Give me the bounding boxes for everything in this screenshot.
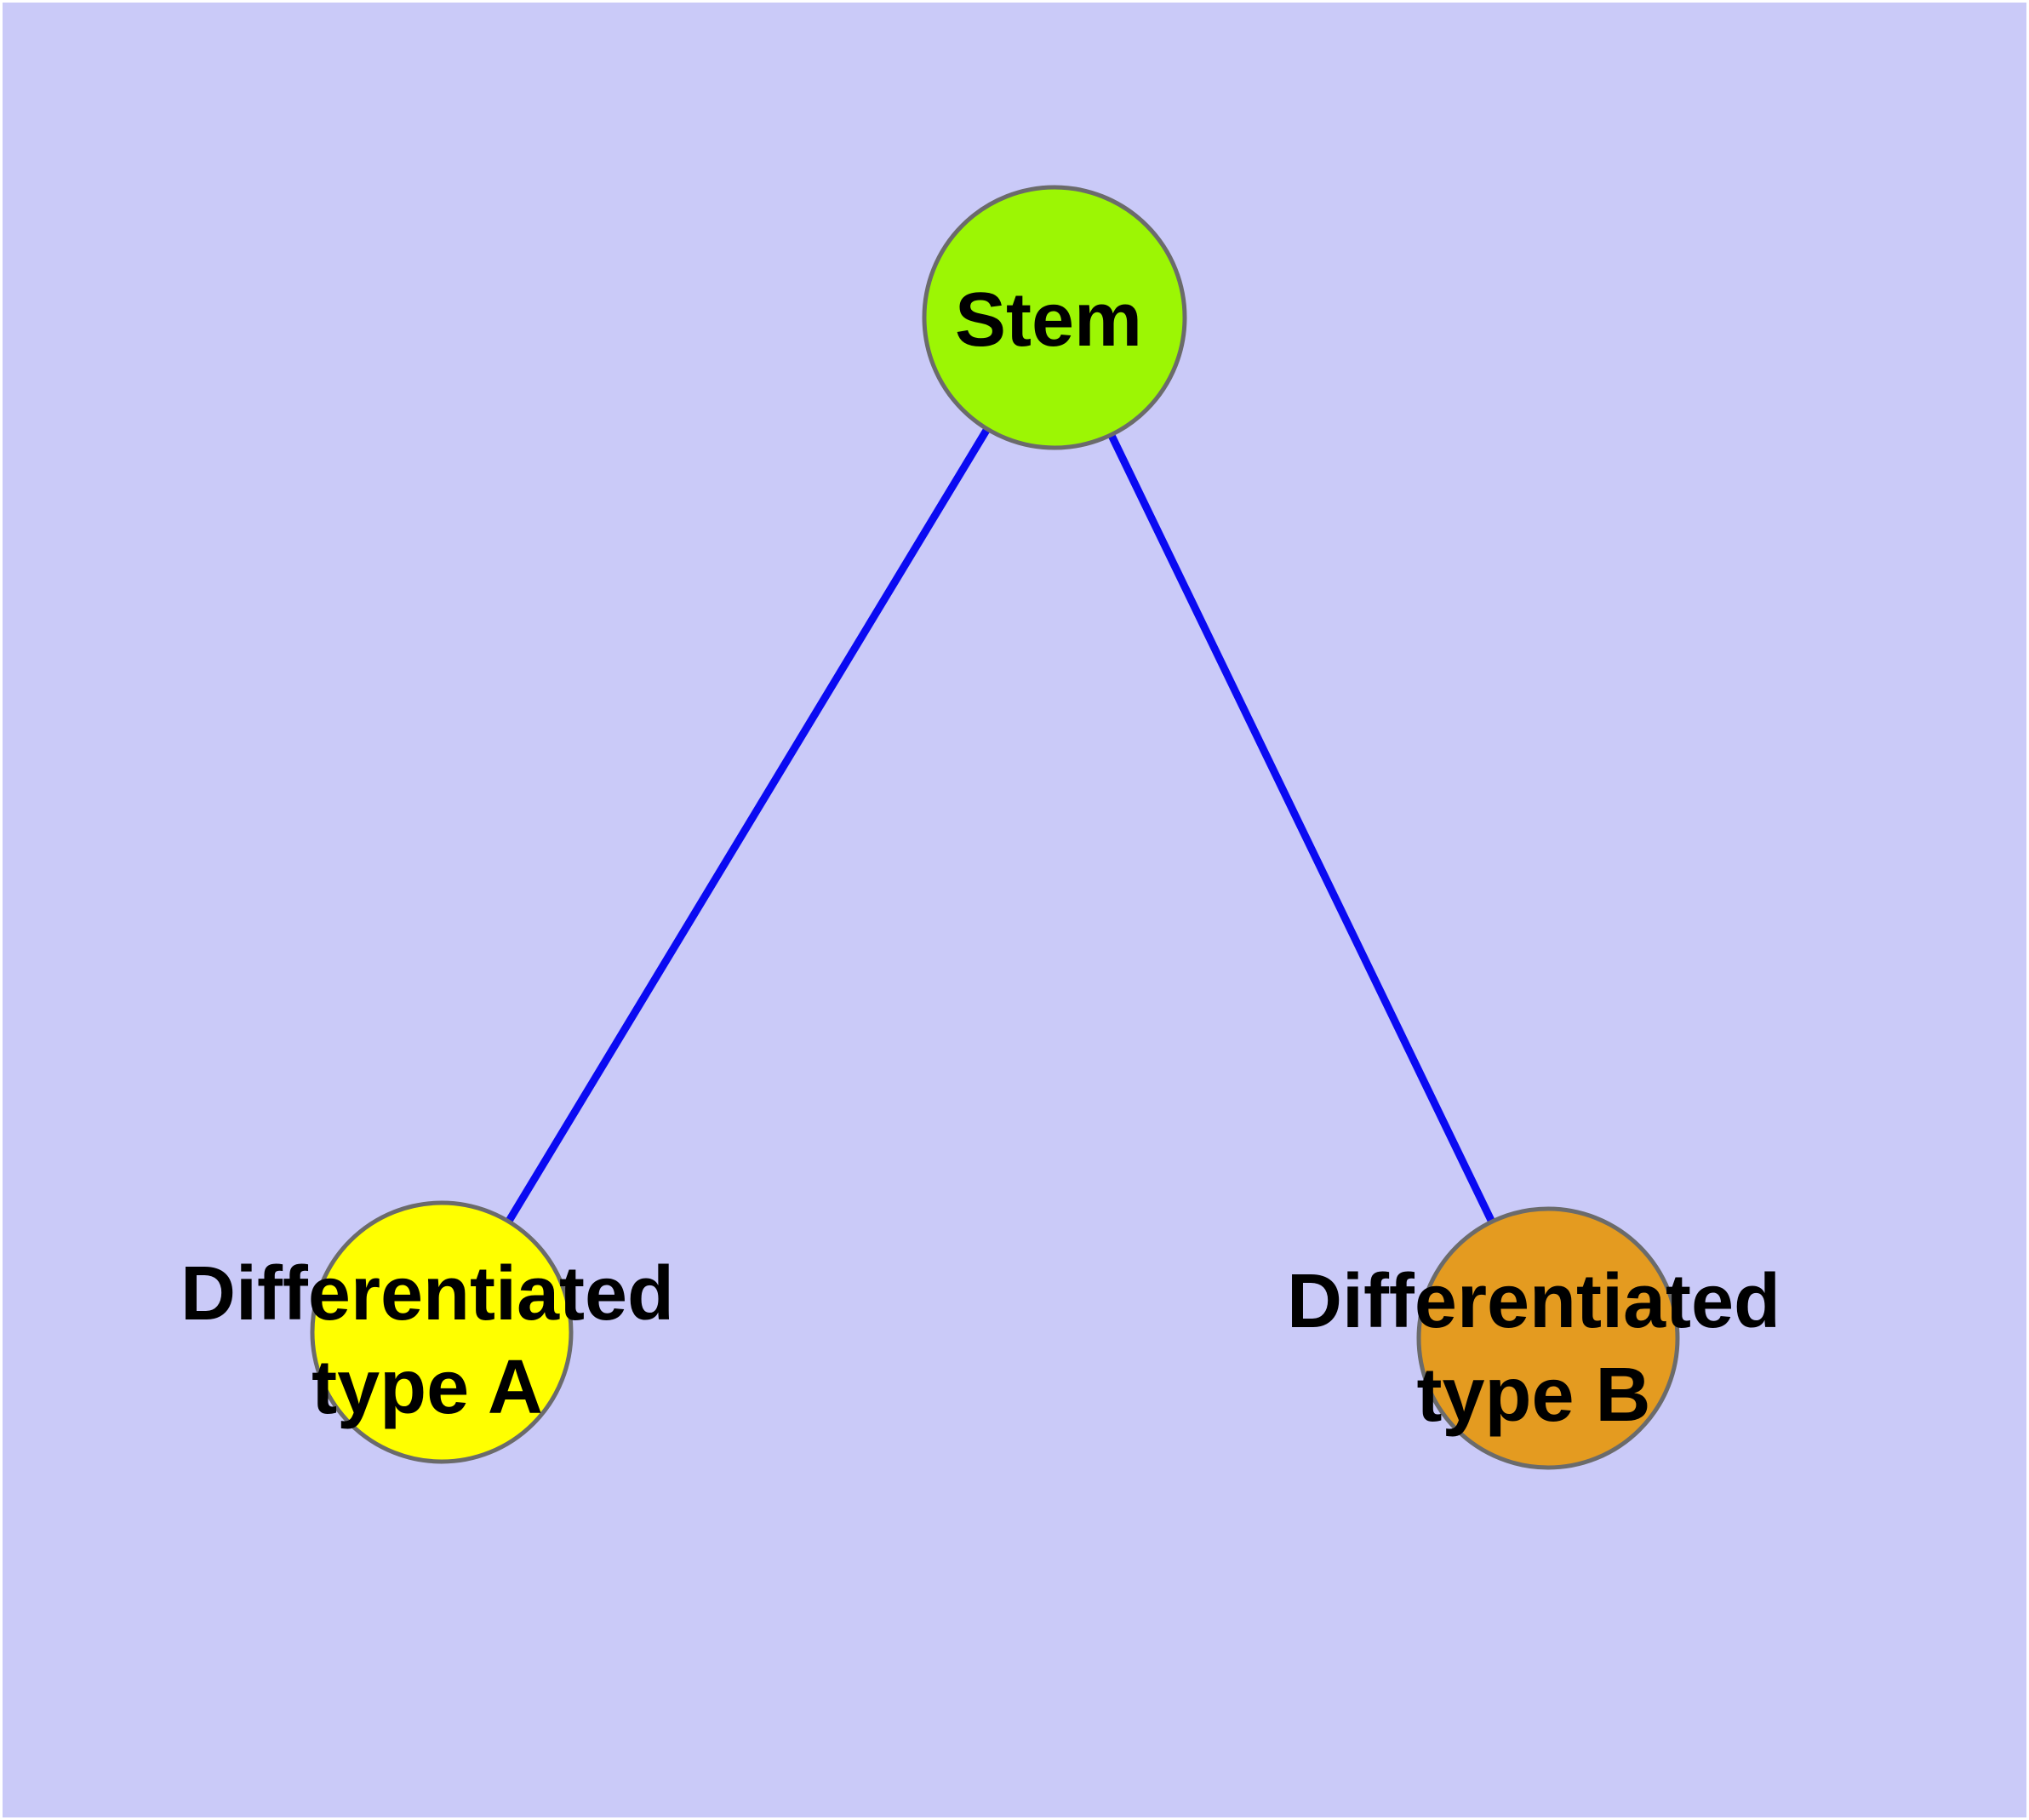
edge-stem-to-type-b <box>1050 316 1552 1340</box>
node-type-b-label-line1: Differentiated <box>1287 1259 1780 1344</box>
node-type-a-circle <box>310 1200 574 1464</box>
node-type-a-label-line1: Differentiated <box>180 1251 674 1336</box>
node-type-b: Differentiated type B <box>1287 1206 1780 1470</box>
node-type-a: Differentiated type A <box>180 1200 674 1464</box>
node-type-b-circle <box>1416 1206 1680 1470</box>
node-type-b-label-line2: type B <box>1416 1353 1650 1438</box>
edge-stem-to-type-a <box>438 315 1058 1335</box>
node-stem-circle <box>922 185 1187 450</box>
node-stem-label: Stem <box>955 278 1142 363</box>
node-type-a-label-line2: type A <box>311 1345 543 1430</box>
node-stem: Stem <box>922 185 1187 450</box>
